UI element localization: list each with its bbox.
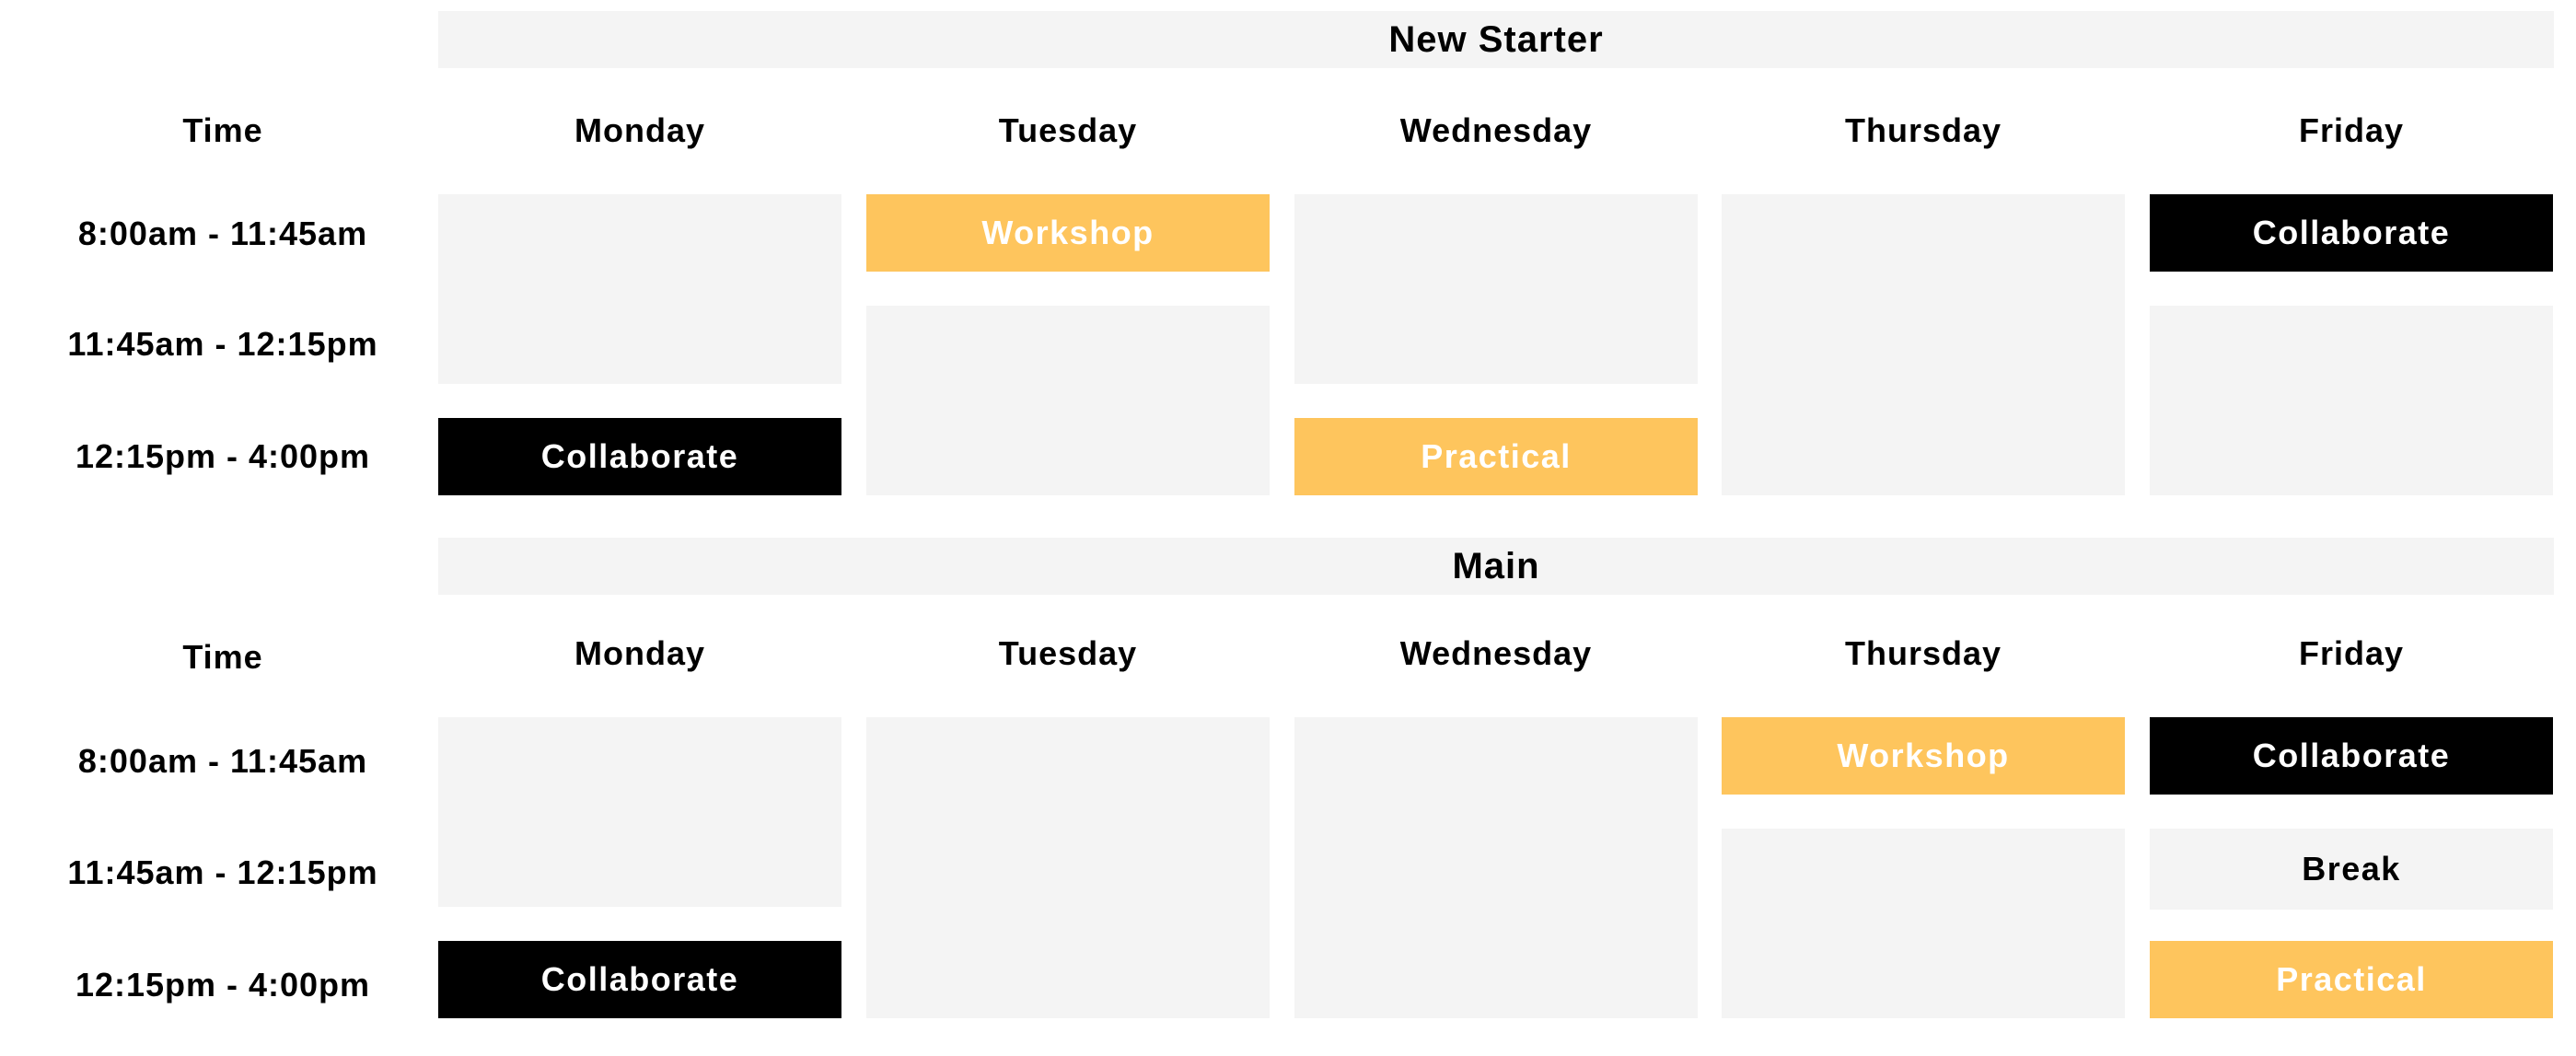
section-title-main: Main xyxy=(438,538,2554,595)
time-slot-label: 12:15pm - 4:00pm xyxy=(75,437,371,475)
event-collaborate[interactable]: Collaborate xyxy=(438,418,841,495)
empty-slot-monday-morning[interactable] xyxy=(438,194,841,384)
day-header-friday: Friday xyxy=(2298,111,2405,149)
empty-slot-wednesday[interactable] xyxy=(1294,717,1698,1018)
time-slot-label: 8:00am - 11:45am xyxy=(77,742,368,780)
day-header-thursday: Thursday xyxy=(1844,111,2002,149)
event-collaborate[interactable]: Collaborate xyxy=(2150,194,2553,272)
empty-slot-friday-afternoon[interactable] xyxy=(2150,306,2553,495)
empty-slot-tuesday-afternoon[interactable] xyxy=(866,306,1270,495)
day-header-monday: Monday xyxy=(574,111,705,149)
event-workshop[interactable]: Workshop xyxy=(866,194,1270,272)
time-slot-label: 12:15pm - 4:00pm xyxy=(75,966,371,1004)
time-slot-label: 11:45am - 12:15pm xyxy=(67,325,378,363)
day-header-tuesday: Tuesday xyxy=(998,634,1138,672)
day-header-monday: Monday xyxy=(574,634,705,672)
section-title-new-starter: New Starter xyxy=(438,11,2554,68)
empty-slot-wednesday-morning[interactable] xyxy=(1294,194,1698,384)
time-slot-label: 8:00am - 11:45am xyxy=(77,215,368,252)
day-header-friday: Friday xyxy=(2298,634,2405,672)
event-collaborate[interactable]: Collaborate xyxy=(2150,717,2553,795)
day-header-wednesday: Wednesday xyxy=(1399,634,1593,672)
event-practical[interactable]: Practical xyxy=(2150,941,2553,1018)
time-column-header: Time xyxy=(182,111,263,149)
time-slot-label: 11:45am - 12:15pm xyxy=(67,853,378,891)
day-header-tuesday: Tuesday xyxy=(998,111,1138,149)
empty-slot-monday-morning[interactable] xyxy=(438,717,841,907)
time-column-header: Time xyxy=(182,638,263,676)
day-header-wednesday: Wednesday xyxy=(1399,111,1593,149)
empty-slot-thursday[interactable] xyxy=(1722,194,2125,495)
event-practical[interactable]: Practical xyxy=(1294,418,1698,495)
event-collaborate[interactable]: Collaborate xyxy=(438,941,841,1018)
empty-slot-tuesday[interactable] xyxy=(866,717,1270,1018)
day-header-thursday: Thursday xyxy=(1844,634,2002,672)
empty-slot-thursday-afternoon[interactable] xyxy=(1722,829,2125,1018)
event-workshop[interactable]: Workshop xyxy=(1722,717,2125,795)
event-break[interactable]: Break xyxy=(2150,829,2553,910)
